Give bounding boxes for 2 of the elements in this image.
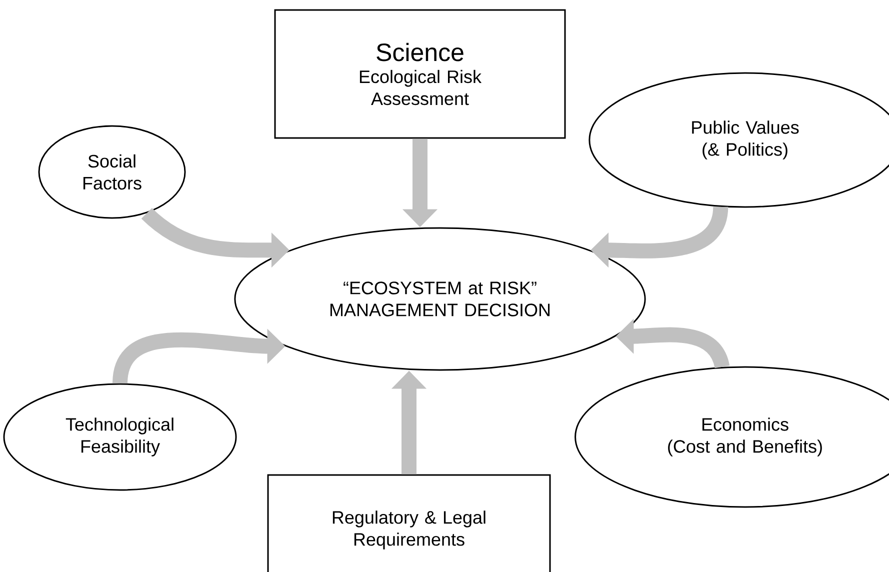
science-box: Science Ecological Risk Assessment (274, 9, 566, 139)
requirements-box: Regulatory & Legal Requirements (267, 474, 551, 572)
